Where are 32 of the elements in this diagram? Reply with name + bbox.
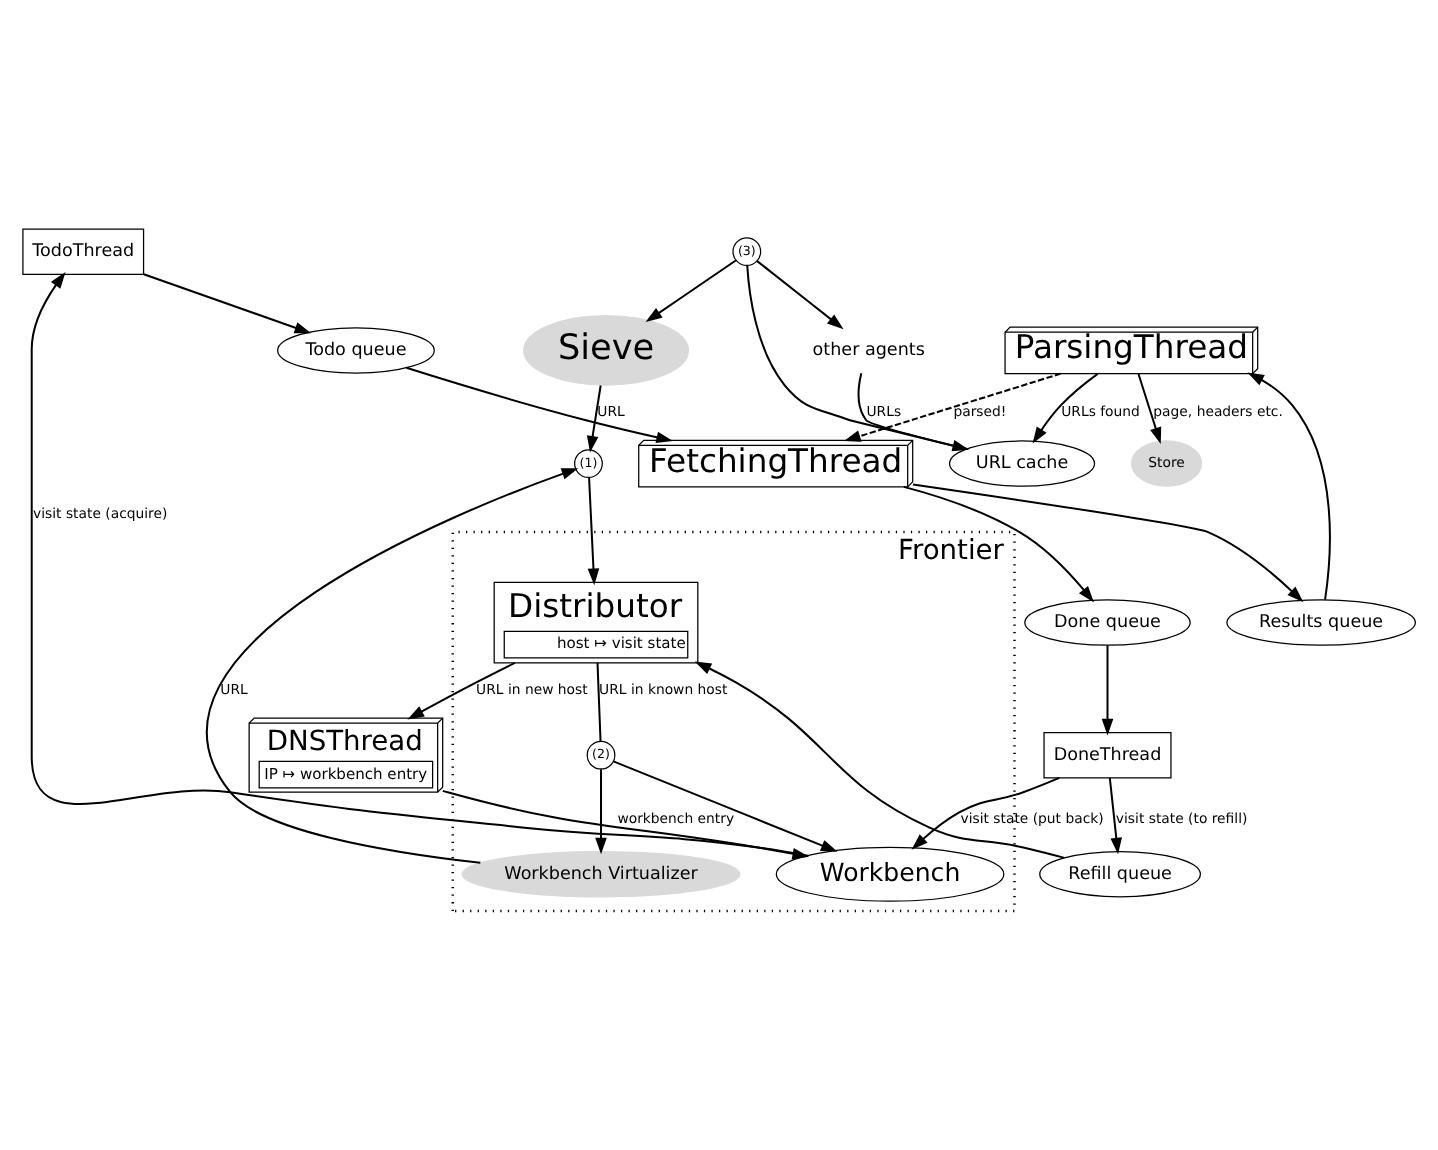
node-text: other agents bbox=[812, 341, 925, 362]
node-ellipse: Refill queue bbox=[1039, 850, 1201, 898]
arrow bbox=[694, 661, 1065, 859]
arrow bbox=[595, 769, 607, 855]
arrow bbox=[587, 477, 600, 586]
arrow bbox=[756, 260, 844, 330]
arrow bbox=[1108, 777, 1123, 855]
arrow bbox=[406, 366, 673, 443]
arrow bbox=[1032, 373, 1099, 444]
arrow bbox=[903, 485, 1094, 603]
node-ellipse: Workbench Virtualizer bbox=[461, 850, 741, 898]
arrow bbox=[613, 760, 838, 852]
node-ellipse: Todo queue bbox=[277, 327, 435, 374]
node-box: DoneThread bbox=[1043, 731, 1172, 779]
arrow bbox=[206, 468, 579, 864]
arrow bbox=[407, 662, 516, 720]
node-ellipse: Results queue bbox=[1226, 599, 1417, 646]
arrow bbox=[1247, 372, 1331, 600]
node-box: TodoThread bbox=[22, 228, 145, 275]
arrow bbox=[1101, 645, 1114, 736]
arrow bbox=[645, 259, 737, 323]
arrow bbox=[586, 385, 602, 453]
arrow bbox=[30, 272, 809, 857]
arrow bbox=[1137, 373, 1162, 444]
connector bbox=[596, 662, 602, 742]
node-ellipse: Done queue bbox=[1024, 599, 1191, 646]
arrow bbox=[442, 789, 810, 860]
arrow bbox=[844, 372, 1061, 442]
arrow bbox=[912, 483, 1304, 603]
arrow bbox=[911, 776, 1060, 850]
node-ellipse: Sieve bbox=[523, 315, 690, 386]
arrow bbox=[143, 273, 312, 334]
